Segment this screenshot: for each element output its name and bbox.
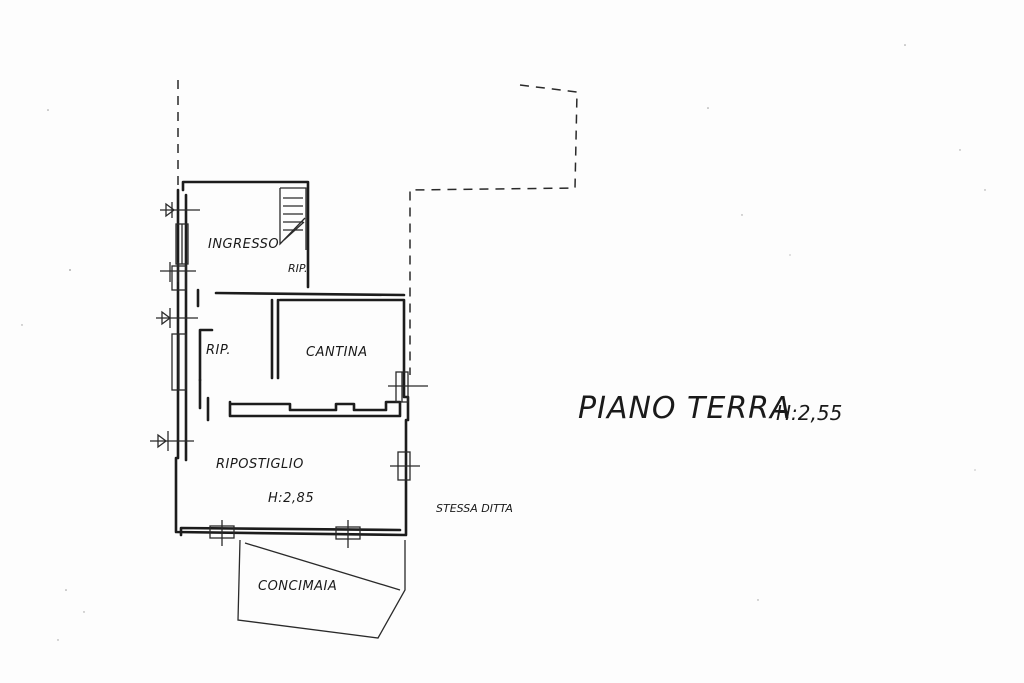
wall-south-inner [179,526,402,537]
staircase [279,187,307,250]
window-ingresso-lower [171,265,187,291]
entrance-marker-4 [150,431,194,451]
entrance-markers [150,202,428,548]
room-label-ingresso: INGRESSO [208,237,279,252]
wall-rip-west [198,328,214,382]
boundary-lines [177,80,578,375]
wall-perimeter [174,188,410,537]
wall-ripostiglio-north [228,400,402,418]
wall-cantina-north [214,291,406,297]
wall-ingresso-north-east [181,180,310,289]
cross-marker-east [388,372,428,402]
entrance-marker-3 [156,308,198,328]
concimaia-outline [237,539,406,639]
side-note: STESSA DITTA [436,502,513,515]
drawing-title: PIANO TERRA [578,391,792,426]
room-label-rip: RIP. [206,343,231,358]
room-label-concimaia: CONCIMAIA [258,579,337,594]
interior-walls [196,288,406,422]
boundary-line-east [409,84,578,375]
floor-height: H:2,55 [776,401,842,425]
room-label-rip-stair: RIP. [288,262,308,275]
entrance-marker-2 [160,262,196,282]
outer-walls [174,180,410,537]
room-label-cantina: CANTINA [306,345,368,360]
entrance-marker-1 [160,202,200,218]
room-height-ripostiglio: H:2,85 [268,491,314,506]
scan-noise [21,44,986,641]
room-label-ripostiglio: RIPOSTIGLIO [216,457,304,472]
